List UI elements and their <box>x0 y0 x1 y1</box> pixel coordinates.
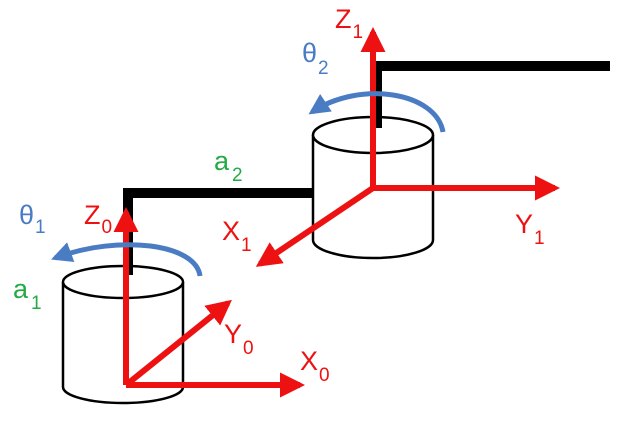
link-a2-arm <box>123 188 312 275</box>
z0-label: Z0 <box>84 200 112 238</box>
x1-axis-arrow <box>255 185 375 267</box>
upper-link-arm <box>372 61 610 128</box>
theta2-rotation-arrow <box>308 91 446 133</box>
theta2-label: θ2 <box>302 38 329 79</box>
y0-axis-arrow <box>124 299 232 388</box>
z1-label: Z1 <box>335 4 363 43</box>
theta1-label: θ1 <box>19 200 46 238</box>
joint-1-cylinder-body <box>311 135 435 260</box>
x1-label: X1 <box>222 216 252 256</box>
y0-label: Y0 <box>224 319 254 359</box>
x0-label: X0 <box>300 346 330 386</box>
theta1-rotation-arrow <box>51 242 203 277</box>
y1-label: Y1 <box>515 209 545 249</box>
